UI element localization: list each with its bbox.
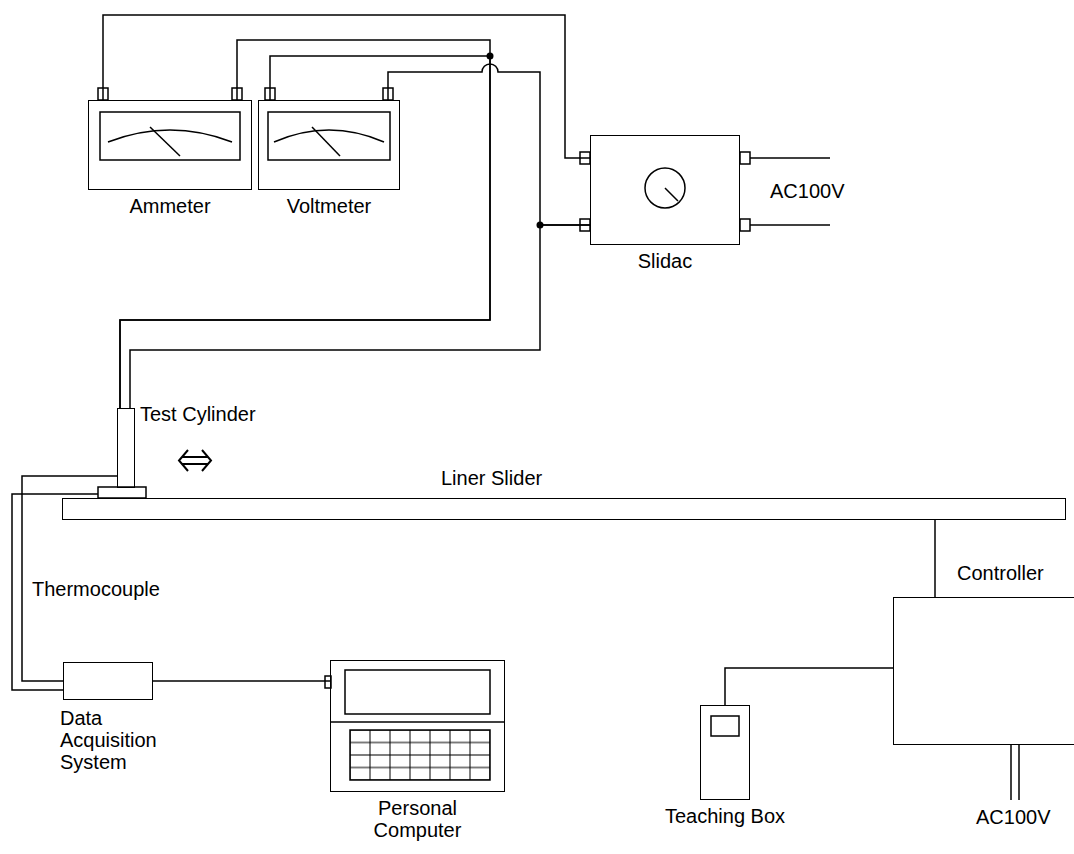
personal-computer-box: Personal Computer <box>330 660 505 792</box>
wire <box>725 668 893 705</box>
node-label: Data Acquisition System <box>60 707 172 773</box>
ammeter-box: Ammeter <box>88 100 252 190</box>
linear-slider-box: Liner Slider <box>62 498 1066 520</box>
power-lead <box>1011 745 1019 800</box>
wire <box>388 64 590 225</box>
cylinder-base <box>98 487 146 498</box>
wire <box>153 680 330 682</box>
meter-face <box>98 88 242 160</box>
data-acquisition-box: Data Acquisition System <box>63 662 153 700</box>
node-label: Personal Computer <box>368 797 468 841</box>
wire <box>120 56 490 408</box>
voltmeter-box: Voltmeter <box>258 100 400 190</box>
power-label: AC100V <box>770 180 845 202</box>
wire <box>103 15 590 158</box>
node-label: Voltmeter <box>287 195 371 217</box>
node-label: Ammeter <box>129 195 210 217</box>
pendant-screen <box>711 716 739 736</box>
meter-face <box>265 88 393 160</box>
slidac-box: Slidac <box>590 135 740 245</box>
power-label: AC100V <box>976 806 1051 828</box>
wire <box>130 225 590 408</box>
motion-arrow <box>179 450 211 471</box>
node-label: Teaching Box <box>665 805 785 827</box>
computer-illustration <box>325 670 505 780</box>
node-label: Liner Slider <box>441 467 542 489</box>
wire-label: Thermocouple <box>30 578 162 600</box>
wire <box>120 40 490 408</box>
teaching-box-box: Teaching Box <box>700 705 750 800</box>
wire <box>934 520 936 597</box>
node-label: Slidac <box>638 250 692 272</box>
controller-box: Controller <box>893 597 1074 745</box>
node-label: Controller <box>957 562 1044 584</box>
test-cylinder-box: Test Cylinder <box>117 408 135 488</box>
node-label: Test Cylinder <box>140 403 256 425</box>
